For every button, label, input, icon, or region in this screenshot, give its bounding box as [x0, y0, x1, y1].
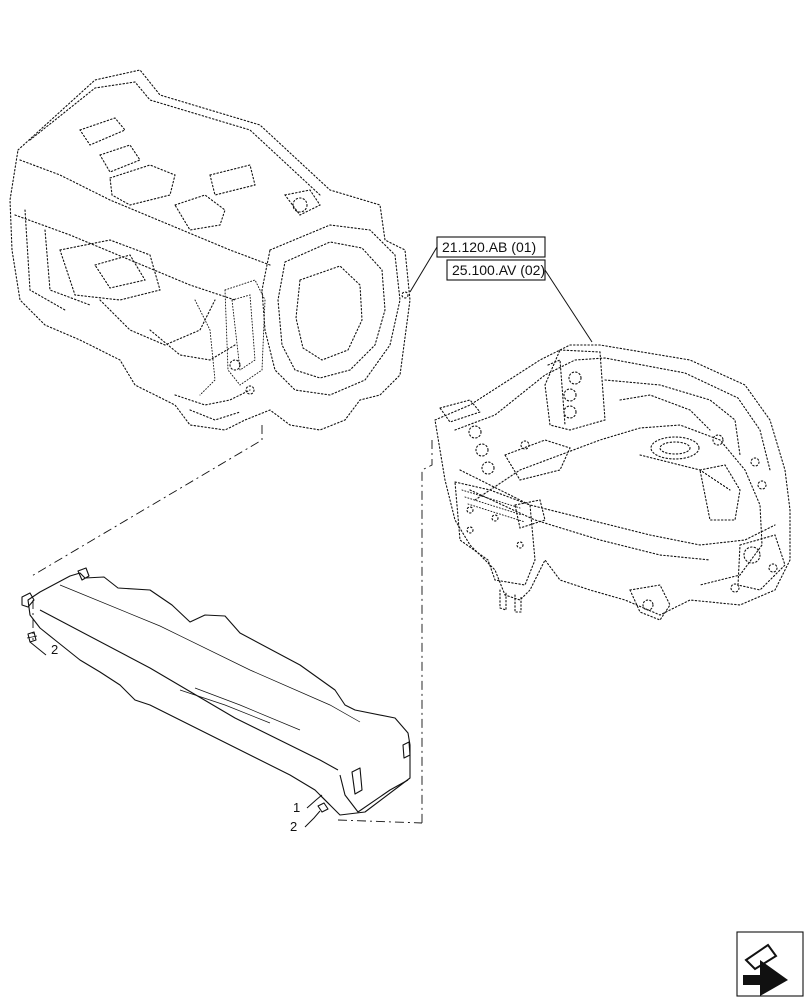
reference-21-120-ab-label: 21.120.AB (01) — [442, 239, 536, 255]
callout-2-right-label: 2 — [290, 819, 297, 834]
callout-1: 1 — [293, 794, 323, 815]
reference-25-100-av-label: 25.100.AV (02) — [452, 262, 545, 278]
fastener-left — [26, 631, 38, 643]
reference-25-100-av[interactable]: 25.100.AV (02) — [446, 259, 593, 343]
callout-2-right: 2 — [290, 810, 321, 834]
front-axle-support — [434, 344, 791, 621]
assembly-lines — [29, 425, 433, 824]
shield-plate-part-1 — [21, 567, 411, 816]
transmission-housing — [9, 69, 411, 431]
callout-1-label: 1 — [293, 800, 300, 815]
next-page-arrow-icon[interactable] — [736, 931, 804, 997]
callout-2-left-label: 2 — [51, 642, 58, 657]
fastener-right — [317, 802, 329, 813]
callout-2-left: 2 — [29, 641, 58, 657]
reference-21-120-ab[interactable]: 21.120.AB (01) — [409, 236, 546, 293]
